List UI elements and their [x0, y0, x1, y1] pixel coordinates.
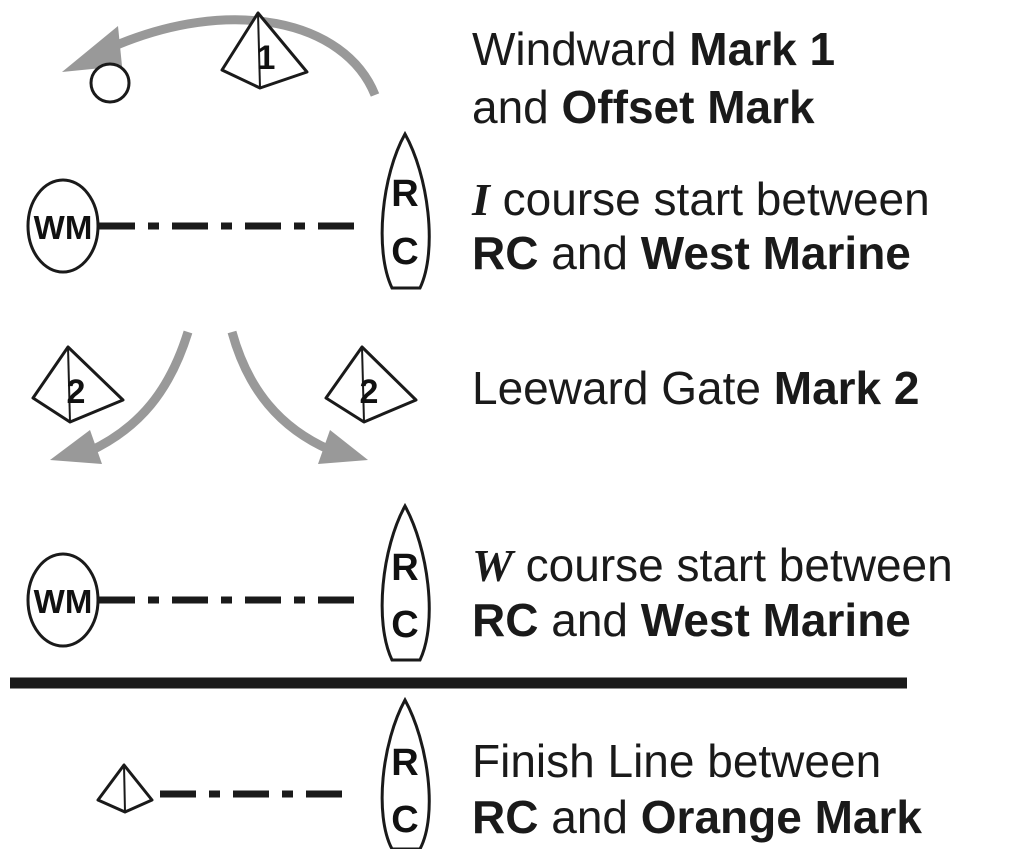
committee-boat-c: C: [391, 231, 418, 273]
windward-rounding-arrow: [62, 15, 380, 97]
leeward-right-number: 2: [360, 373, 379, 411]
offset-mark: [89, 62, 131, 104]
leeward-gate-mark-left: 2: [31, 345, 125, 424]
i-course-letter: I: [472, 174, 490, 225]
leeward-left-number: 2: [67, 373, 86, 411]
committee-boat-r: R: [391, 742, 418, 784]
windward-mark-number: 1: [257, 39, 276, 77]
orange-mark: [96, 763, 154, 814]
committee-boat-r: R: [391, 173, 418, 215]
w-course-label-line1: W course start between: [472, 539, 953, 591]
west-marine-mark-w: WM: [26, 552, 100, 648]
windward-label-line1: Windward Mark 1: [472, 23, 836, 75]
w-course-letter: W: [472, 540, 513, 591]
i-course-label-line2: RC and West Marine: [472, 227, 911, 279]
i-course-label-line1: I course start between: [472, 173, 930, 225]
west-marine-label: WM: [34, 583, 93, 620]
w-course-label-line2: RC and West Marine: [472, 594, 911, 646]
committee-boat-r: R: [391, 547, 418, 589]
leeward-left-arrow: [50, 330, 193, 464]
finish-label-line1: Finish Line between: [472, 735, 882, 787]
leeward-right-arrow: [227, 330, 368, 464]
committee-boat-finish: R C: [380, 696, 431, 849]
committee-boat-w: R C: [380, 502, 431, 662]
committee-boat-c: C: [391, 799, 418, 841]
windward-mark-1: 1: [220, 11, 309, 90]
windward-label-line2: and Offset Mark: [472, 81, 815, 133]
west-marine-label: WM: [34, 209, 93, 246]
west-marine-mark-i: WM: [26, 178, 100, 274]
leeward-gate-mark-right: 2: [324, 345, 418, 424]
leeward-label: Leeward Gate Mark 2: [472, 362, 920, 414]
committee-boat-i: R C: [380, 130, 431, 290]
committee-boat-c: C: [391, 604, 418, 646]
finish-label-line2: RC and Orange Mark: [472, 791, 922, 843]
